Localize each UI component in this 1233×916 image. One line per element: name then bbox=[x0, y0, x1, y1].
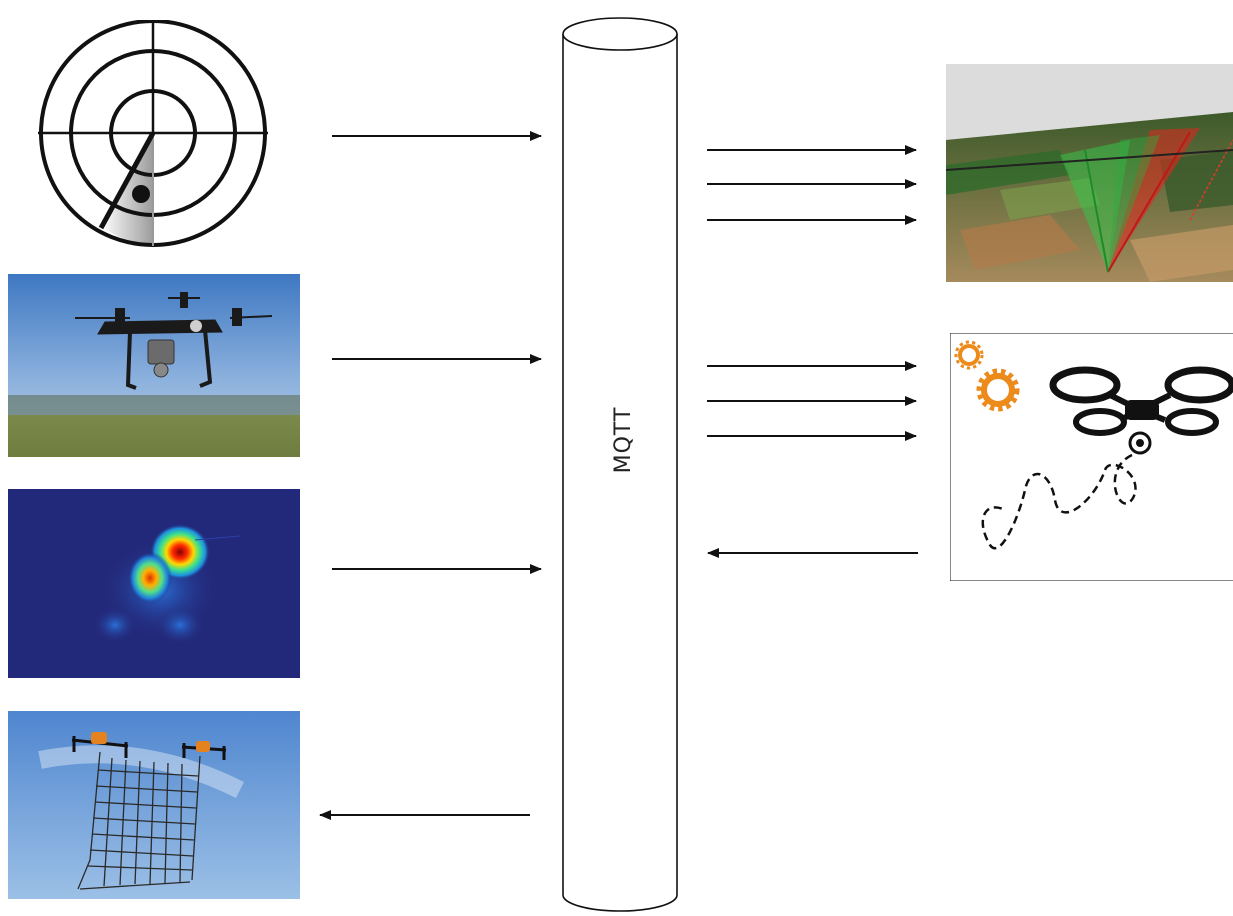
arrows bbox=[319, 131, 918, 820]
radar-icon bbox=[38, 20, 268, 247]
terrain-3d-view bbox=[945, 64, 1233, 282]
net-drones-photo bbox=[8, 711, 300, 899]
drone-gears-icon bbox=[950, 333, 1233, 581]
mqtt-bus: MQTT bbox=[562, 17, 678, 912]
heatmap-image bbox=[8, 489, 300, 678]
gear-icon bbox=[954, 340, 1020, 412]
mqtt-label: MQTT bbox=[611, 407, 636, 474]
drone-photo bbox=[8, 274, 300, 457]
